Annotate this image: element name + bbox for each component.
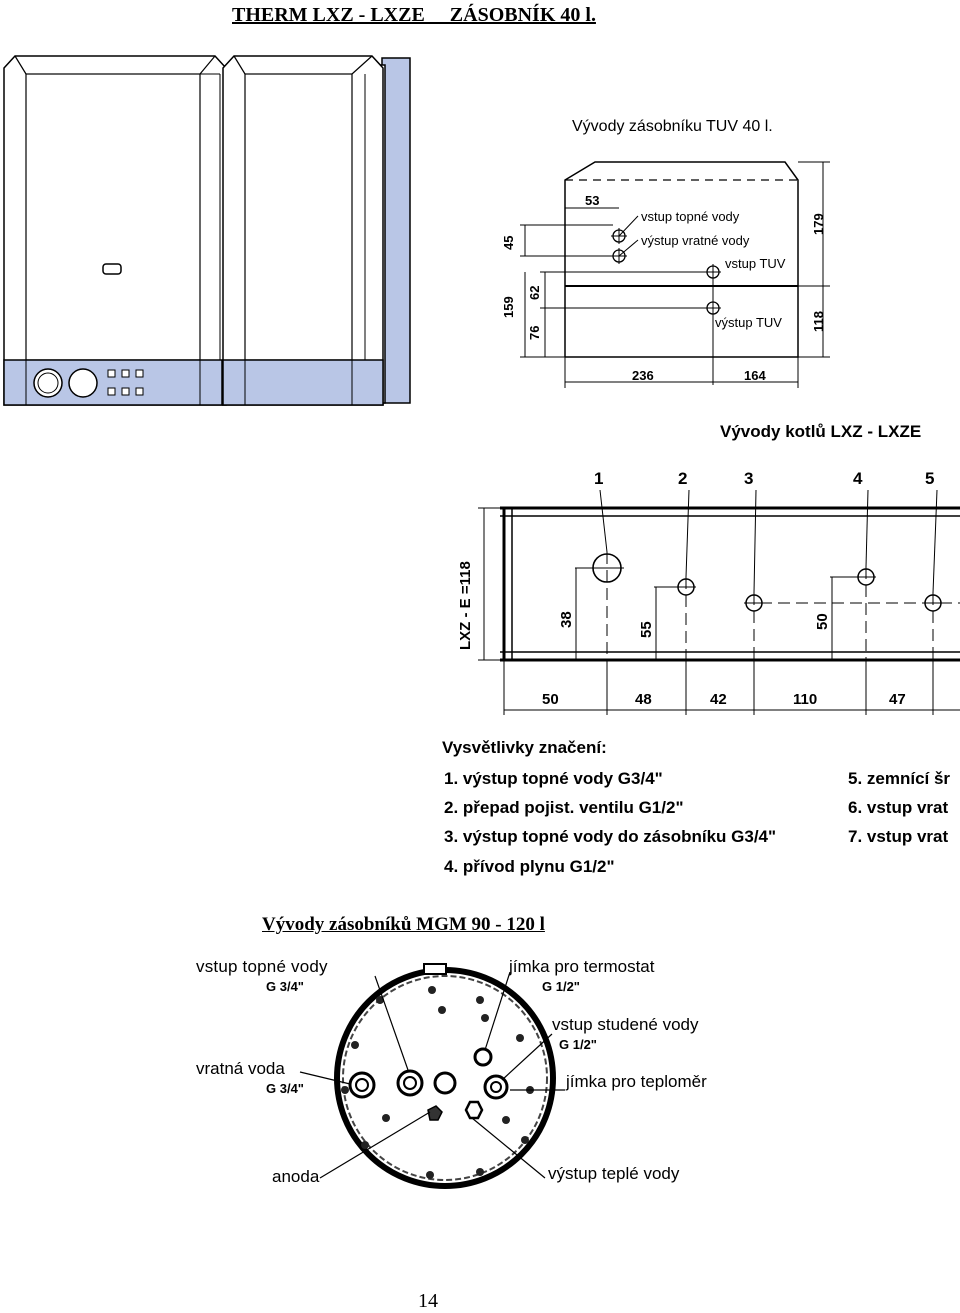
dim-179: 179 xyxy=(811,213,826,235)
boiler-front-illustration xyxy=(3,55,411,406)
page-number: 14 xyxy=(418,1290,438,1312)
hdim-50: 50 xyxy=(542,691,559,708)
dim-45: 45 xyxy=(501,236,516,250)
legend-item-5: 5. zemnící šr xyxy=(848,769,951,788)
port-number-1: 1 xyxy=(594,469,603,488)
legend-item-2: 2. přepad pojist. ventilu G1/2" xyxy=(444,798,684,817)
tank40-title: Vývody zásobníku TUV 40 l. xyxy=(572,118,773,135)
legend-item-6: 6. vstup vrat xyxy=(848,798,949,817)
dim-159: 159 xyxy=(501,296,516,318)
dim-236: 236 xyxy=(632,368,654,383)
port-number-2: 2 xyxy=(678,469,687,488)
hdim-42: 42 xyxy=(710,691,727,708)
label-vystup-vratne: výstup vratné vody xyxy=(641,233,750,248)
dim-118: 118 xyxy=(811,311,826,332)
port-number-3: 3 xyxy=(744,469,753,488)
label-vstup-tuv: vstup TUV xyxy=(725,256,786,271)
label-jimka-termostat-size: G 1/2" xyxy=(542,979,580,994)
hdim-110: 110 xyxy=(793,691,817,708)
side-label: LXZ - E =118 xyxy=(457,561,474,650)
legend-item-4: 4. přívod plynu G1/2" xyxy=(444,857,615,876)
hdim-47: 47 xyxy=(889,691,906,708)
dim-55: 55 xyxy=(638,621,655,638)
label-vstup-topne-vody: vstup topné vody xyxy=(196,957,328,976)
mgm-tank-diagram xyxy=(299,963,565,1189)
legend-item-1: 1. výstup topné vody G3/4" xyxy=(444,769,663,788)
dim-164: 164 xyxy=(744,368,766,383)
legend-heading: Vysvětlivky značení: xyxy=(442,738,607,757)
mgm-title: Vývody zásobníků MGM 90 - 120 l xyxy=(262,914,545,935)
label-vstup-studene: vstup studené vody xyxy=(552,1015,699,1034)
label-vratna-voda: vratná voda xyxy=(196,1059,285,1078)
label-vstup-studene-size: G 1/2" xyxy=(559,1037,597,1052)
page-title: THERM LXZ - LXZE ZÁSOBNÍK 40 l. xyxy=(232,4,596,26)
label-vratna-size: G 3/4" xyxy=(266,1081,304,1096)
port-number-4: 4 xyxy=(853,469,863,488)
label-jimka-termostat: jímka pro termostat xyxy=(509,957,655,976)
dim-50: 50 xyxy=(814,613,831,630)
port-number-5: 5 xyxy=(925,469,934,488)
legend-item-7: 7. vstup vrat xyxy=(848,827,949,846)
label-vstup-topne: vstup topné vody xyxy=(641,209,740,224)
legend-item-3: 3. výstup topné vody do zásobníku G3/4" xyxy=(444,827,777,846)
tank40-diagram: 53 45 179 62 159 76 118 236 164 vstup to… xyxy=(501,161,830,388)
label-vstup-topne-size: G 3/4" xyxy=(266,979,304,994)
label-jimka-teplomer: jímka pro teploměr xyxy=(566,1072,707,1091)
boiler-outlets-diagram: LXZ - E =118 38 55 50 1 2 3 4 5 50 48 42… xyxy=(457,469,960,715)
label-anoda: anoda xyxy=(272,1167,320,1186)
dim-62: 62 xyxy=(527,286,542,300)
dim-76: 76 xyxy=(527,326,542,340)
label-vystup-tuv: výstup TUV xyxy=(715,315,782,330)
dim-53: 53 xyxy=(585,193,599,208)
boiler-title: Vývody kotlů LXZ - LXZE xyxy=(720,422,922,441)
label-vystup-teple: výstup teplé vody xyxy=(548,1164,680,1183)
hdim-48: 48 xyxy=(635,691,652,708)
dim-38: 38 xyxy=(558,611,575,628)
